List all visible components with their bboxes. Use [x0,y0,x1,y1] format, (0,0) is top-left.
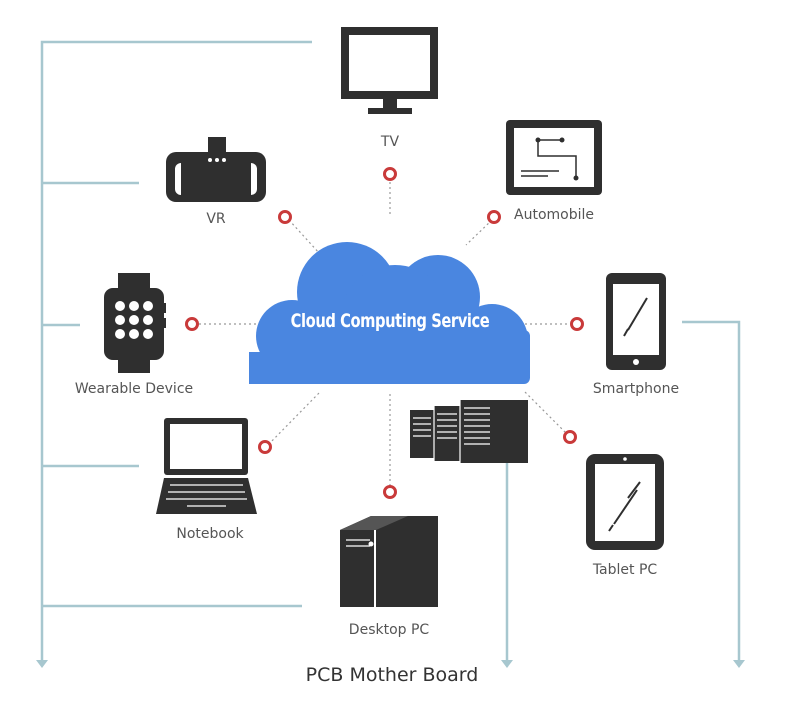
wearable-device-label: Wearable Device [74,381,194,397]
node-ring-desktop [383,485,397,499]
notebook-label: Notebook [176,526,244,542]
smartphone-icon [606,273,666,370]
desktop-pc-icon [340,516,438,607]
board-connection-lines [40,40,741,662]
node-ring-vr [278,210,292,224]
automobile-icon [506,120,602,195]
cloud-computing-title: Cloud Computing Service [290,310,490,332]
desktop-pc-label: Desktop PC [348,622,430,638]
smartphone-label: Smartphone [592,381,680,397]
automobile-label: Automobile [514,207,594,223]
tv-icon [341,27,438,114]
tablet-pc-label: Tablet PC [592,562,658,578]
node-rings [185,167,584,499]
vr-label: VR [206,211,226,227]
server-rack-icon [410,400,528,463]
notebook-laptop-icon [156,418,257,514]
pcb-mother-board-label: PCB Mother Board [305,664,479,686]
wearable-watch-icon [104,273,166,373]
node-ring-notebook [258,440,272,454]
tablet-icon [586,454,664,550]
vr-headset-icon [166,137,266,202]
node-ring-tablet [563,430,577,444]
board-arrowheads [36,660,745,668]
tv-label: TV [380,134,400,150]
cloud-shape [249,242,530,384]
node-ring-wearable [185,317,199,331]
node-ring-tv [383,167,397,181]
node-ring-automobile [487,210,501,224]
dotted-connectors [194,182,575,492]
node-ring-smartphone [570,317,584,331]
